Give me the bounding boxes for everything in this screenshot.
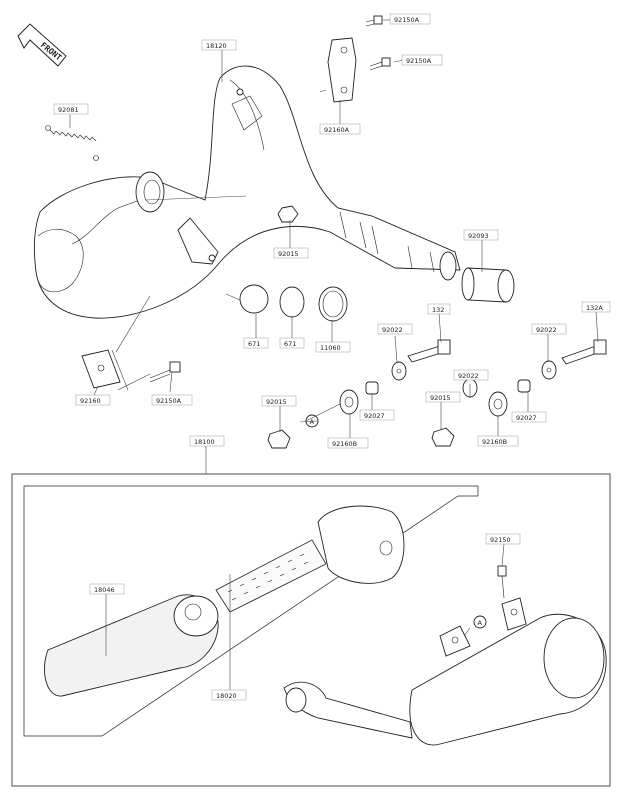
mount-hardware-right-part: A xyxy=(267,339,607,449)
spring-part xyxy=(45,125,99,161)
o-ring-671-a-part xyxy=(239,284,269,314)
silencer-connector-part xyxy=(461,267,515,303)
callout-a-right: A xyxy=(478,619,483,627)
perforated-core-part xyxy=(215,539,327,613)
label-92160B-a: 92160B xyxy=(332,440,357,448)
gasket-11060-part xyxy=(318,286,348,322)
callout-a-left: A xyxy=(310,418,315,426)
o-ring-671-b-part xyxy=(279,286,305,318)
bracket-92160A-part xyxy=(327,15,391,103)
label-92022-c: 92022 xyxy=(536,326,557,334)
label-92150A-mid: 92150A xyxy=(406,57,432,65)
label-92027-b: 92027 xyxy=(516,414,537,422)
silencer-inner-panel xyxy=(23,485,479,737)
label-92150: 92150 xyxy=(490,536,511,544)
label-18020: 18020 xyxy=(216,692,237,700)
label-18120: 18120 xyxy=(206,42,227,50)
label-92015-right: 92015 xyxy=(430,394,451,402)
silencer-end-cap-part xyxy=(317,505,405,584)
expansion-chamber-part xyxy=(33,65,461,319)
label-92022-a: 92022 xyxy=(382,326,403,334)
label-92150A-top: 92150A xyxy=(394,16,420,24)
label-92150A-low: 92150A xyxy=(156,397,182,405)
label-671-b: 671 xyxy=(284,340,296,348)
label-132A: 132A xyxy=(586,304,603,312)
label-92160B-b: 92160B xyxy=(482,438,507,446)
silencer-packing-part xyxy=(44,594,219,697)
leader-lines xyxy=(69,19,599,690)
label-18100: 18100 xyxy=(194,438,215,446)
label-92022-b: 92022 xyxy=(458,372,479,380)
silencer-body-part: A xyxy=(283,565,607,746)
label-92093: 92093 xyxy=(468,232,489,240)
label-132: 132 xyxy=(432,306,444,314)
label-92015-left: 92015 xyxy=(266,398,287,406)
silencer-assembly-box xyxy=(11,473,611,787)
label-92027-a: 92027 xyxy=(364,412,385,420)
label-92160: 92160 xyxy=(80,397,101,405)
label-18046: 18046 xyxy=(94,586,115,594)
part-number-labels: 92150A 92150A 18120 92081 92160A 92015 9… xyxy=(53,13,611,701)
label-92015-top: 92015 xyxy=(278,250,299,258)
front-arrow-icon: FRONT xyxy=(17,23,67,67)
bracket-92160-part xyxy=(81,349,181,389)
label-671-a: 671 xyxy=(248,340,260,348)
label-92160A: 92160A xyxy=(324,126,350,134)
nut-92015-top-part xyxy=(277,205,299,223)
label-92081: 92081 xyxy=(58,106,79,114)
label-11060: 11060 xyxy=(320,344,341,352)
